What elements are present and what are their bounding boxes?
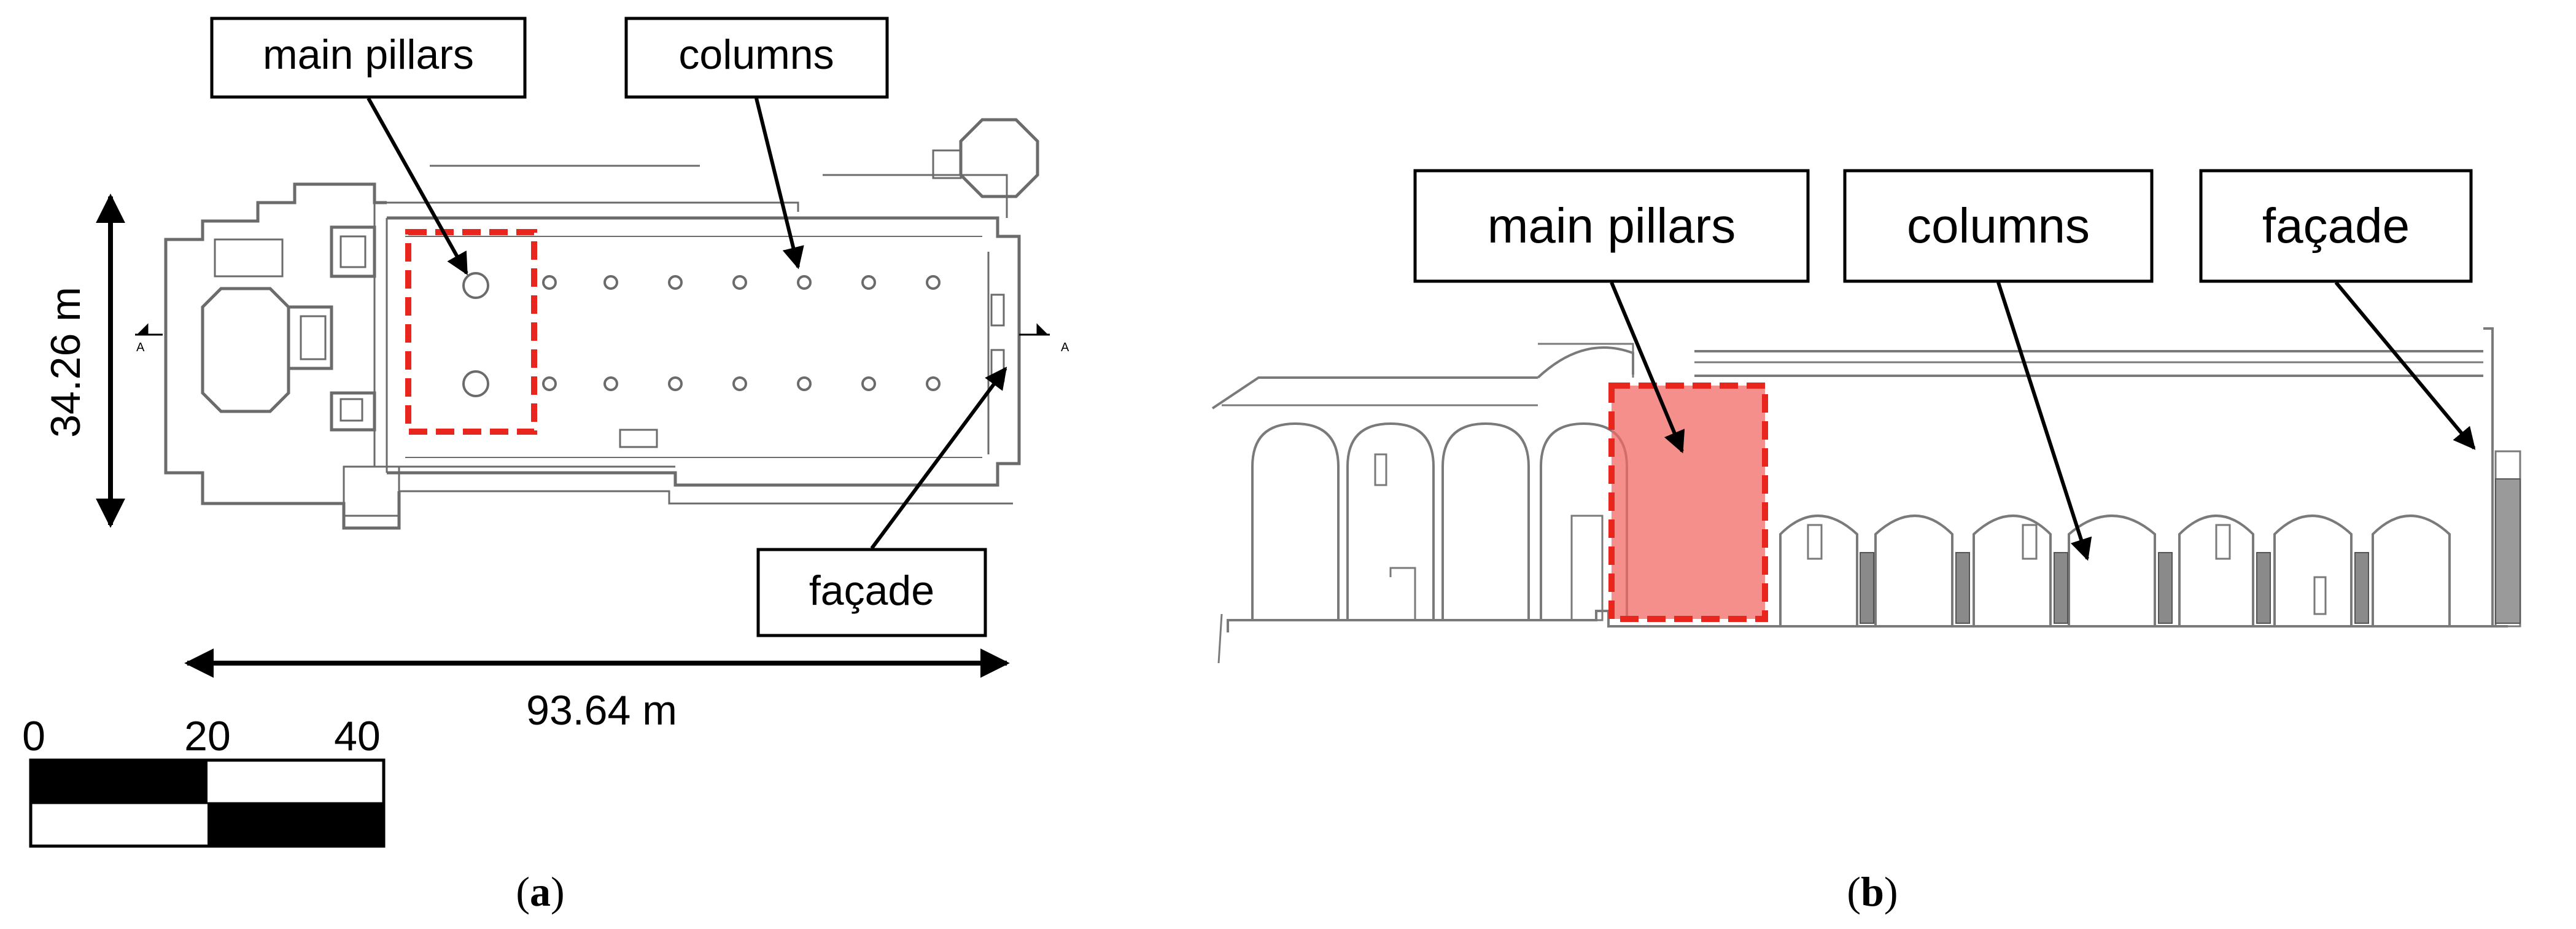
arrow-main-pillars-a bbox=[367, 97, 468, 276]
column-marker bbox=[926, 275, 941, 290]
section-mark-left: A bbox=[136, 341, 145, 354]
main-pillars-highlight bbox=[405, 229, 537, 435]
arrow-main-pillars-b bbox=[1610, 281, 1685, 454]
main-pillars-highlight-b bbox=[1608, 383, 1768, 622]
column-shaft bbox=[2054, 552, 2068, 624]
column-marker bbox=[797, 376, 812, 391]
label-box-facade-a bbox=[756, 548, 987, 637]
longitudinal-section bbox=[1211, 327, 2521, 664]
column-shaft bbox=[2256, 552, 2271, 624]
column-shaft bbox=[2158, 552, 2173, 624]
column-shaft bbox=[1955, 552, 1970, 624]
label-box-main-pillars-a bbox=[210, 17, 527, 99]
dimension-length-label: 93.64 m bbox=[526, 687, 677, 734]
label-facade-b: façade bbox=[2262, 198, 2410, 253]
label-columns-b: columns bbox=[1907, 198, 2090, 253]
label-facade-a: façade bbox=[809, 567, 934, 614]
section-mark-right: A bbox=[1061, 341, 1069, 354]
main-pillar-marker bbox=[462, 272, 489, 299]
caption-a: (a) bbox=[516, 868, 564, 915]
column-marker bbox=[668, 376, 683, 391]
column-marker bbox=[732, 275, 747, 290]
facade-masonry bbox=[2495, 478, 2521, 624]
column-marker bbox=[603, 376, 618, 391]
column-marker bbox=[732, 376, 747, 391]
column-shaft bbox=[1860, 552, 1874, 624]
arrow-columns-a bbox=[755, 98, 804, 270]
panel-b: main pillars columns façade (b) bbox=[1211, 169, 2521, 915]
dimension-width-label: 34.26 m bbox=[42, 287, 89, 438]
main-pillar-marks bbox=[462, 272, 489, 397]
label-columns-a: columns bbox=[678, 31, 834, 78]
label-main-pillars-b: main pillars bbox=[1488, 198, 1736, 253]
section-markers bbox=[135, 323, 1050, 336]
column-marker bbox=[861, 376, 876, 391]
panel-a: A A main pillars columns façade 34.26 m … bbox=[22, 17, 1069, 915]
label-box-columns-b bbox=[1843, 169, 2154, 283]
section-columns bbox=[1860, 552, 2369, 624]
scale-tick-20: 20 bbox=[184, 713, 231, 760]
column-marks bbox=[542, 275, 941, 391]
arrow-facade-a bbox=[870, 367, 1007, 550]
column-marker bbox=[668, 275, 683, 290]
scale-tick-40: 40 bbox=[334, 713, 381, 760]
column-marker bbox=[861, 275, 876, 290]
arrow-columns-b bbox=[1996, 282, 2092, 561]
scale-bar bbox=[29, 758, 386, 848]
arrow-facade-b bbox=[2334, 281, 2476, 450]
scale-tick-0: 0 bbox=[22, 713, 45, 760]
label-box-columns-a bbox=[624, 17, 889, 99]
floor-plan bbox=[164, 118, 1039, 530]
column-marker bbox=[542, 376, 557, 391]
caption-b: (b) bbox=[1847, 868, 1898, 915]
label-main-pillars-a: main pillars bbox=[263, 31, 474, 78]
label-box-facade-b bbox=[2199, 169, 2473, 283]
column-marker bbox=[797, 275, 812, 290]
main-pillar-marker bbox=[462, 370, 489, 397]
column-marker bbox=[603, 275, 618, 290]
column-marker bbox=[926, 376, 941, 391]
label-box-main-pillars-b bbox=[1413, 169, 1810, 283]
column-marker bbox=[542, 275, 557, 290]
column-shaft bbox=[2354, 552, 2369, 624]
